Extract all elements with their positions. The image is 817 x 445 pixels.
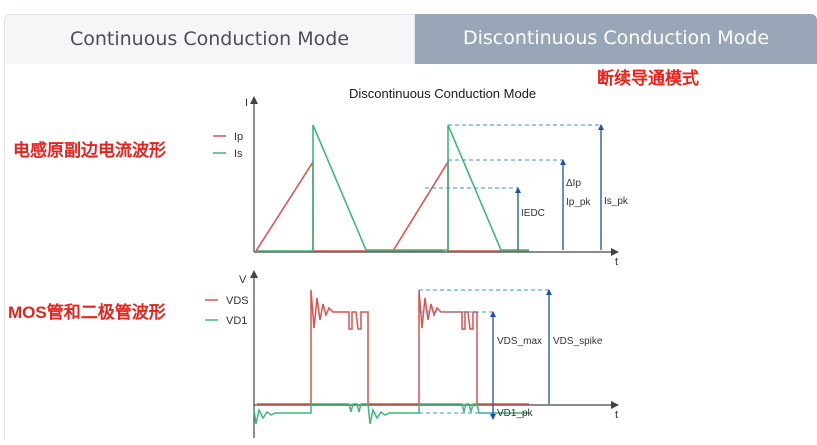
figure-title-chinese: 断续导通模式 <box>597 68 699 88</box>
legend-label-ip: Ip <box>234 131 243 143</box>
is-waveform <box>257 124 529 252</box>
label-vd1-pk: VD1_pk <box>497 408 534 419</box>
tab-discontinuous-conduction-mode[interactable]: Discontinuous Conduction Mode <box>415 14 817 64</box>
label-vds-spike: VDS_spike <box>553 336 603 347</box>
legend-label-vds: VDS <box>226 295 249 307</box>
tab-bar: Continuous Conduction Mode Discontinuous… <box>4 14 817 64</box>
tab-panel: Discontinuous Conduction Mode 断续导通模式 电感原… <box>4 64 817 440</box>
section-label-current: 电感原副边电流波形 <box>13 140 166 160</box>
vd1-pk-marker-arrow-icon <box>490 414 496 420</box>
bottom-y-axis-arrow-icon <box>250 270 258 278</box>
label-delta-ip: ΔIp <box>566 178 581 189</box>
label-ip-pk: Ip_pk <box>566 197 591 208</box>
legend-label-vd1: VD1 <box>226 315 247 327</box>
bottom-x-axis-label: t <box>615 409 618 421</box>
bottom-y-axis-label: V <box>239 274 247 286</box>
legend-label-is: Is <box>234 148 243 160</box>
vd1-waveform <box>253 403 529 425</box>
label-iedc: IEDC <box>521 208 545 219</box>
tab-continuous-conduction-mode[interactable]: Continuous Conduction Mode <box>4 14 415 64</box>
top-x-axis-label: t <box>615 256 618 268</box>
figure-title: Discontinuous Conduction Mode <box>349 86 536 101</box>
top-y-axis-arrow-icon <box>250 96 258 104</box>
bottom-x-axis-arrow-icon <box>611 401 619 409</box>
is-pk-marker-arrow-icon <box>598 124 604 130</box>
section-label-voltage: MOS管和二极管波形 <box>8 302 166 322</box>
ip-pk-marker-arrow-icon <box>560 159 566 165</box>
top-x-axis-arrow-icon <box>611 248 619 256</box>
top-y-axis-label: I <box>245 97 248 109</box>
vds-max-marker-arrow-icon <box>490 311 496 317</box>
iedc-marker-arrow-icon <box>515 187 521 193</box>
label-vds-max: VDS_max <box>497 336 542 347</box>
vds-spike-marker-arrow-icon <box>546 289 552 295</box>
ip-waveform-cycle-1 <box>255 159 443 252</box>
label-is-pk: Is_pk <box>604 196 629 207</box>
vds-waveform <box>257 289 529 405</box>
ip-waveform-cycle-2 <box>392 159 529 252</box>
dcm-waveform-figure: Discontinuous Conduction Mode 断续导通模式 电感原… <box>8 68 699 438</box>
